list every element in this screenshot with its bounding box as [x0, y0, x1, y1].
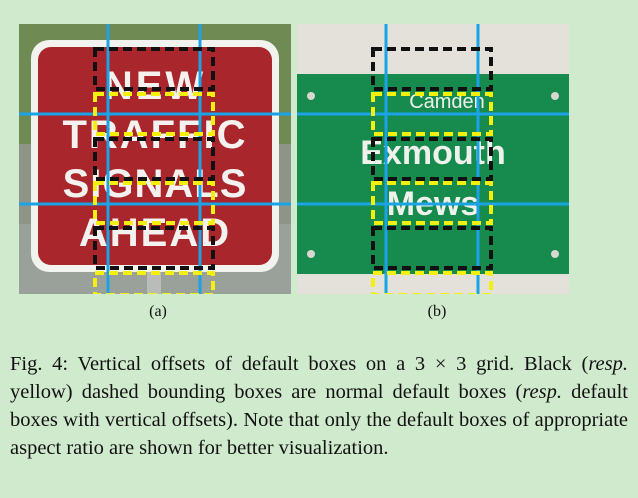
figure-caption: Fig. 4: Vertical offsets of default boxe… — [10, 350, 628, 462]
subfigure-label-a: (a) — [149, 303, 167, 320]
normal-default-box-1 — [371, 47, 493, 91]
figure-panel-b: Camden Exmouth Mews — [297, 24, 569, 294]
caption-suffix: default boxes with vertical offsets). No… — [10, 381, 629, 459]
street-sign-photo: Camden Exmouth Mews — [297, 24, 569, 294]
screw-top-right — [551, 92, 559, 100]
offset-default-box-2 — [93, 181, 215, 225]
green-sign-face — [297, 74, 569, 274]
offset-default-box-3 — [93, 271, 215, 294]
screw-bottom-left — [307, 250, 315, 258]
traffic-sign-photo: NEW TRAFFIC SIGNALS AHEAD — [19, 24, 291, 294]
sign-line-4: AHEAD — [79, 211, 231, 255]
normal-default-box-3 — [93, 226, 215, 270]
screw-top-left — [307, 92, 315, 100]
sign-line-1: NEW — [104, 64, 206, 108]
normal-default-box-1 — [93, 47, 215, 91]
offset-default-box-1 — [93, 92, 215, 136]
figure-panel-a: NEW TRAFFIC SIGNALS AHEAD — [19, 24, 291, 294]
normal-default-box-2 — [371, 137, 493, 181]
screw-bottom-right — [551, 250, 559, 258]
caption-resp-1: resp. — [588, 353, 628, 375]
subfigure-label-b: (b) — [427, 303, 447, 320]
caption-resp-2: resp. — [522, 381, 562, 403]
normal-default-box-2 — [93, 137, 215, 181]
offset-default-box-2 — [371, 181, 493, 225]
offset-default-box-1 — [371, 92, 493, 136]
caption-mid: yellow) dashed bounding boxes are normal… — [10, 381, 523, 403]
offset-default-box-3 — [371, 271, 493, 294]
sign-line-camden: Camden — [409, 91, 485, 113]
caption-prefix: Fig. 4: Vertical offsets of default boxe… — [10, 353, 589, 375]
normal-default-box-3 — [371, 226, 493, 270]
